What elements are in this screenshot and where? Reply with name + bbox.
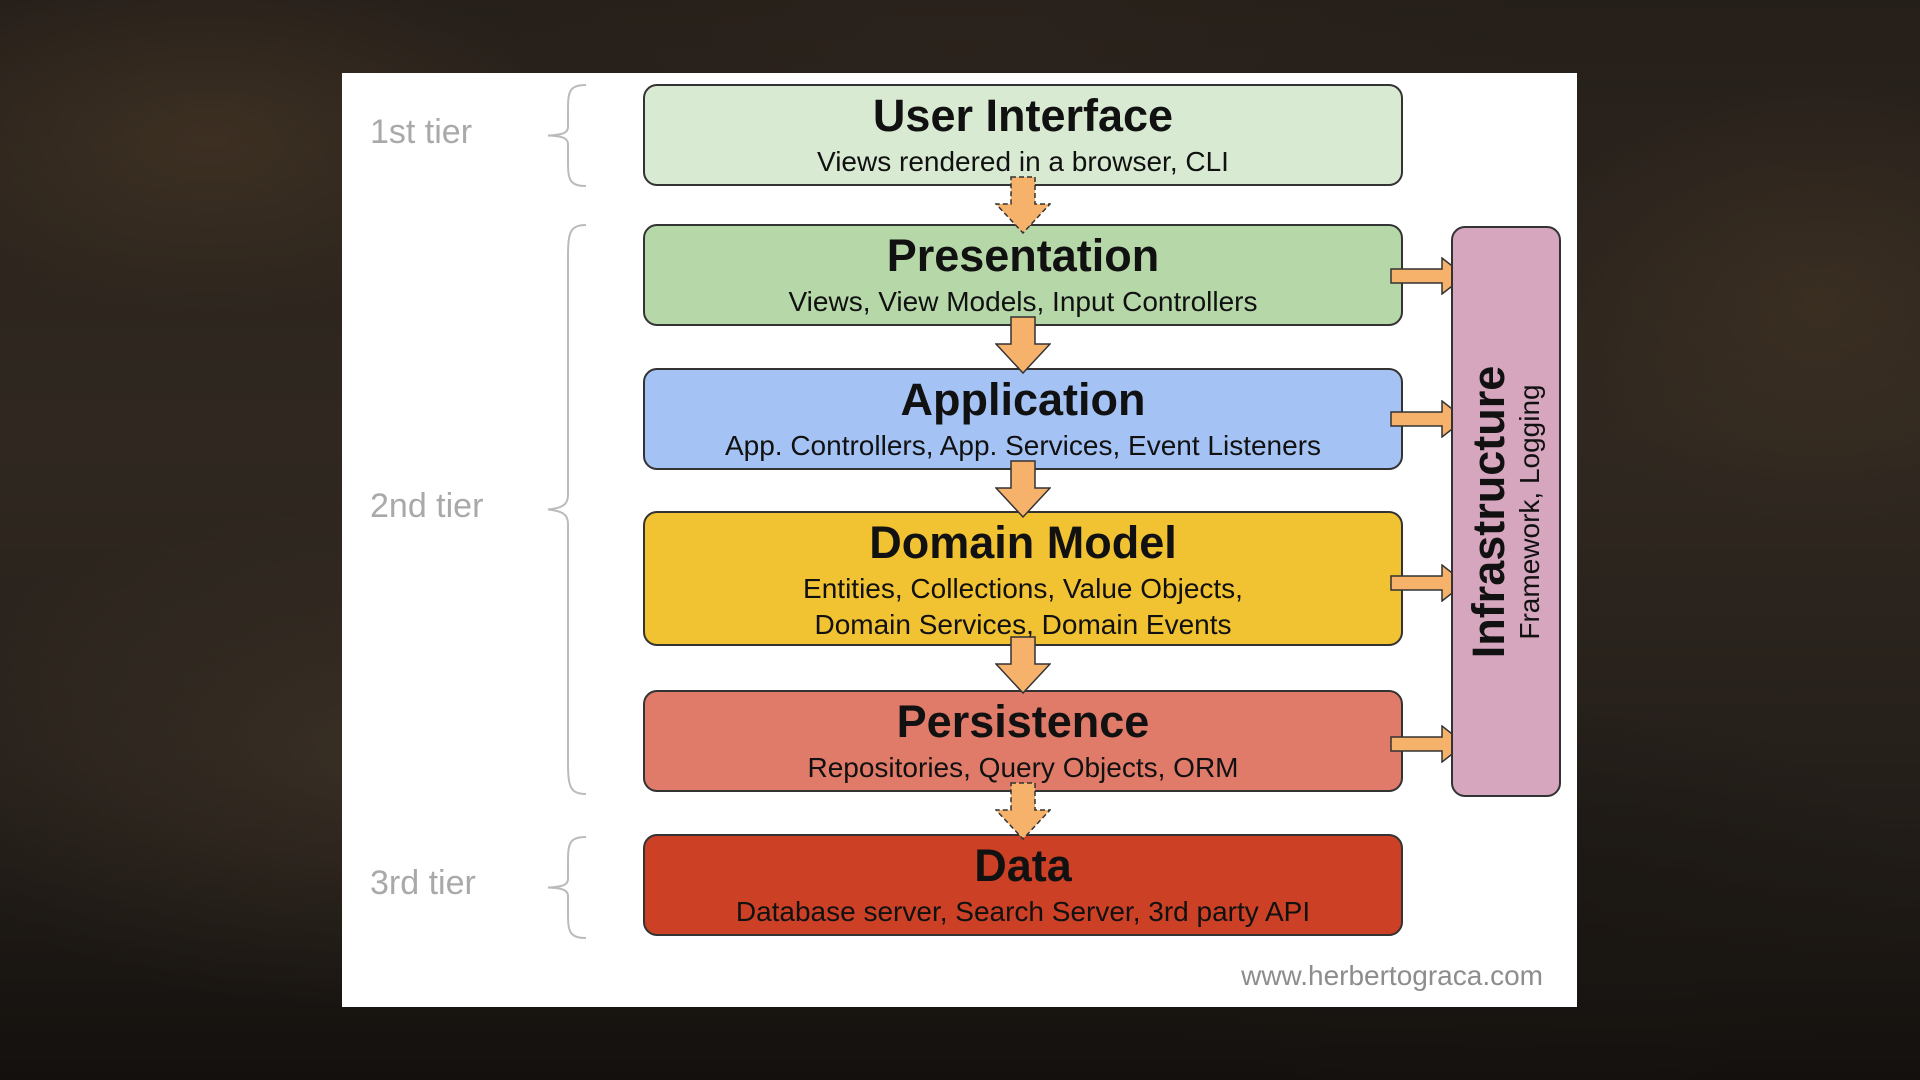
tier-2-brace	[547, 224, 587, 795]
infrastructure-block: Infrastructure Framework, Logging	[1451, 226, 1561, 797]
infrastructure-label: Infrastructure Framework, Logging	[1463, 365, 1547, 658]
infrastructure-subtitle: Framework, Logging	[1514, 383, 1545, 640]
layer-subtitle: Database server, Search Server, 3rd part…	[735, 896, 1311, 927]
layer-user-interface: User Interface Views rendered in a brows…	[643, 84, 1403, 186]
tier-label-2nd: 2nd tier	[370, 487, 484, 525]
arrow-down-icon	[995, 460, 1051, 518]
layer-subtitle-line-2: Domain Services, Domain Events	[814, 609, 1232, 640]
layer-title: Persistence	[896, 696, 1150, 747]
arrow-down-icon	[995, 316, 1051, 374]
infrastructure-title: Infrastructure	[1463, 365, 1514, 658]
layer-subtitle: Repositories, Query Objects, ORM	[807, 752, 1239, 783]
arrow-down-icon	[995, 782, 1051, 840]
architecture-diagram: 1st tier 2nd tier 3rd tier User Interfac…	[342, 73, 1577, 1007]
layer-application: Application App. Controllers, App. Servi…	[643, 368, 1403, 470]
arrow-down-icon	[995, 636, 1051, 694]
arrow-down-icon	[995, 176, 1051, 234]
layer-title: Domain Model	[869, 517, 1177, 568]
layer-title: User Interface	[872, 90, 1174, 141]
layer-persistence: Persistence Repositories, Query Objects,…	[643, 690, 1403, 792]
tier-label-3rd: 3rd tier	[370, 864, 476, 902]
tier-1-brace	[547, 84, 587, 187]
tier-3-brace	[547, 836, 587, 939]
layer-subtitle: App. Controllers, App. Services, Event L…	[724, 430, 1322, 461]
layer-domain-model: Domain Model Entities, Collections, Valu…	[643, 511, 1403, 646]
layer-data: Data Database server, Search Server, 3rd…	[643, 834, 1403, 936]
layer-presentation: Presentation Views, View Models, Input C…	[643, 224, 1403, 326]
layer-subtitle: Views, View Models, Input Controllers	[788, 286, 1258, 317]
layer-title: Application	[900, 374, 1146, 425]
tier-label-1st: 1st tier	[370, 113, 473, 151]
layer-subtitle-line-1: Entities, Collections, Value Objects,	[803, 573, 1243, 604]
website-credit: www.herbertograca.com	[1241, 960, 1543, 991]
layer-title: Presentation	[886, 230, 1160, 281]
layer-subtitle: Views rendered in a browser, CLI	[817, 146, 1229, 177]
layer-title: Data	[974, 840, 1072, 891]
